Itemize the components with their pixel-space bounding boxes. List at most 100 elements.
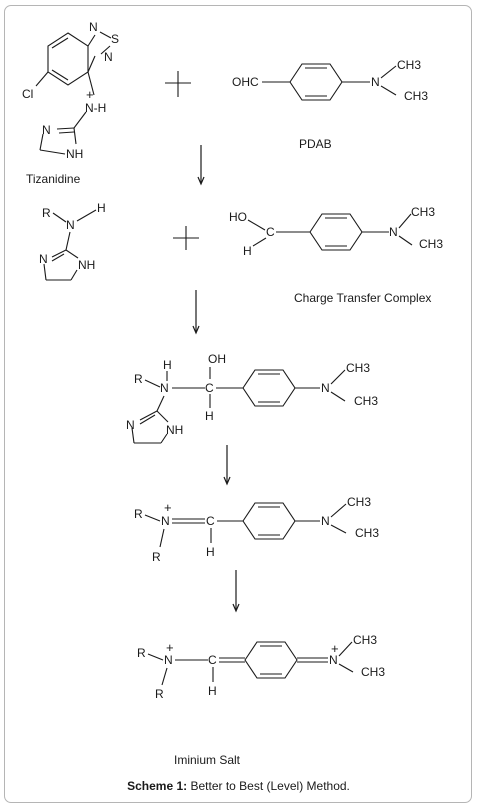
bond: [51, 69, 69, 81]
caption-label: Scheme 1:: [127, 779, 188, 793]
imine-intermediate-structure: + R N R C H N CH3 CH3: [134, 495, 379, 564]
atom-label: CH3: [397, 58, 421, 72]
bond: [99, 31, 112, 39]
bond: [398, 213, 412, 229]
atom-label: N: [321, 514, 330, 528]
bond: [56, 127, 75, 130]
bond: [87, 71, 95, 96]
atom-label: N: [66, 218, 75, 232]
atom-label: N: [371, 75, 380, 89]
atom-label: N: [161, 514, 170, 528]
atom-label: H: [97, 201, 106, 215]
atom-label: CH3: [354, 394, 378, 408]
reaction-arrow: [223, 445, 231, 486]
atom-label: R: [134, 507, 143, 521]
atom-label: N: [329, 653, 338, 667]
ctc-benzene-ring: [309, 213, 363, 251]
tizanidine-structure: N S N Cl + N-H N NH Tizanidine: [22, 20, 119, 186]
bond: [330, 391, 346, 402]
atom-label: C: [206, 514, 215, 528]
bond: [39, 149, 66, 155]
atom-label: C: [266, 225, 275, 239]
atom-label: N: [126, 418, 135, 432]
atom-label: CH3: [353, 633, 377, 647]
atom-label: NH: [78, 258, 95, 272]
atom-label: C: [208, 653, 217, 667]
bond: [247, 219, 266, 231]
pdab-benzene-ring: [289, 63, 343, 101]
atom-label: H: [206, 545, 215, 559]
atom-label: R: [42, 206, 51, 220]
bond: [160, 433, 168, 444]
bond: [380, 65, 397, 79]
bond: [156, 410, 169, 423]
bond: [131, 427, 135, 444]
tizanidine-benzene-ring: [47, 32, 89, 86]
imine-benzene-ring: [242, 502, 296, 540]
compound-name-pdab: PDAB: [299, 137, 332, 151]
adduct-benzene-ring: [242, 369, 296, 407]
atom-label: N: [104, 50, 113, 64]
plus-sign: [165, 71, 191, 97]
bond: [100, 45, 111, 55]
bond: [252, 237, 267, 247]
atom-label: N: [89, 20, 98, 34]
atom-label: C: [205, 381, 214, 395]
bond: [43, 263, 47, 281]
atom-label: N: [321, 381, 330, 395]
bond: [51, 253, 65, 262]
charge-transfer-complex-structure: HO C H N CH3 CH3 Charge Transfer Complex: [229, 205, 443, 305]
atom-label: H: [243, 244, 252, 258]
atom-label: CH3: [347, 495, 371, 509]
charge-label: +: [166, 640, 174, 655]
atom-label: N: [39, 252, 48, 266]
bond: [70, 269, 78, 281]
atom-label: CH3: [355, 526, 379, 540]
bond: [161, 667, 168, 686]
bond: [156, 395, 165, 412]
figure-frame: [4, 5, 472, 803]
bond: [39, 133, 44, 151]
bond: [52, 212, 67, 223]
atom-label: HO: [229, 210, 247, 224]
atom-label: CH3: [419, 237, 443, 251]
bond: [58, 131, 75, 134]
bond: [87, 55, 96, 73]
bond: [65, 249, 79, 259]
charge-label: +: [331, 641, 339, 656]
amine-fragment: R N H N NH: [39, 201, 106, 281]
atom-label: OHC: [232, 75, 259, 89]
caption-text: Better to Best (Level) Method.: [187, 779, 350, 793]
atom-label: H: [163, 358, 172, 372]
iminium-salt-structure: + R N R C H + N CH3 CH3 Iminium Salt: [137, 633, 385, 767]
atom-label: CH3: [361, 665, 385, 679]
bond: [330, 503, 347, 518]
atom-label: R: [155, 687, 164, 701]
compound-name-tizanidine: Tizanidine: [26, 172, 81, 186]
atom-label: N: [389, 225, 398, 239]
atom-label: N-H: [85, 101, 106, 115]
bond: [73, 111, 87, 129]
reaction-arrow: [192, 290, 200, 335]
bond: [139, 410, 158, 421]
bond: [330, 369, 346, 385]
atom-label: N: [42, 123, 51, 137]
figure-caption: Scheme 1: Better to Best (Level) Method.: [0, 779, 477, 793]
quinoid-ring: [244, 641, 298, 679]
atom-label: CH3: [404, 89, 428, 103]
reaction-arrow: [232, 570, 240, 613]
bond: [380, 85, 397, 96]
bond: [51, 37, 69, 49]
bond: [147, 653, 164, 661]
atom-label: CH3: [346, 361, 370, 375]
atom-label: R: [134, 372, 143, 386]
atom-label: NH: [66, 147, 83, 161]
bond: [65, 231, 71, 251]
atom-label: R: [152, 550, 161, 564]
plus-sign: [173, 226, 199, 250]
atom-label: NH: [166, 423, 183, 437]
atom-label: Cl: [22, 87, 33, 101]
atom-label: H: [208, 684, 217, 698]
atom-label: N: [160, 381, 169, 395]
